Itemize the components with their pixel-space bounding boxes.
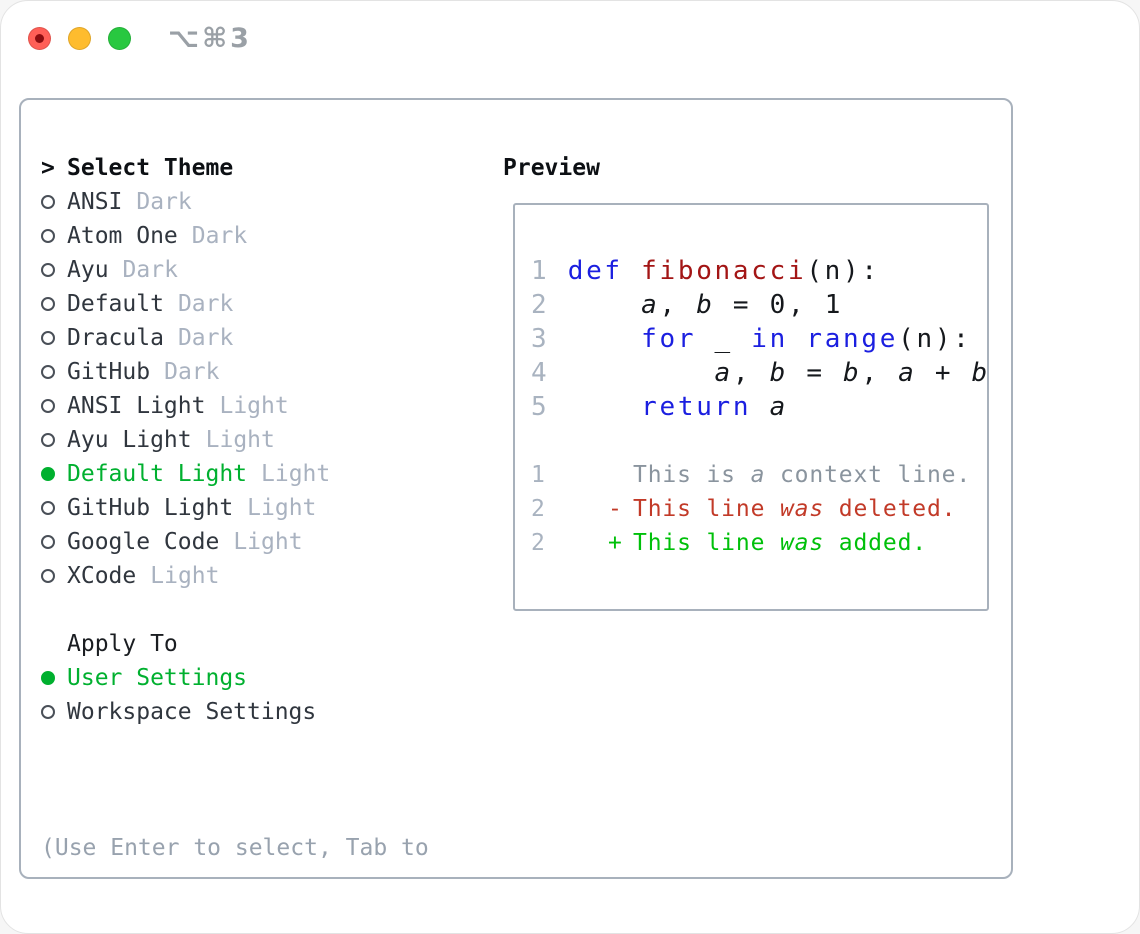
code-preview: 1 def fibonacci(n): 2 a, b = 0, 1 3 for _ … <box>531 254 987 424</box>
radio-icon <box>41 229 55 243</box>
radio-icon <box>41 535 55 549</box>
theme-variant: Light <box>219 393 289 419</box>
apply-to-title: Apply To <box>67 631 178 657</box>
theme-name: ANSI <box>67 189 123 215</box>
theme-variant: Dark <box>136 189 192 215</box>
radio-icon <box>41 671 55 685</box>
radio-icon <box>41 263 55 277</box>
theme-option[interactable]: Ayu Light Light <box>41 423 429 457</box>
zoom-button[interactable] <box>108 27 131 50</box>
theme-option[interactable]: GitHub Light Light <box>41 491 429 525</box>
theme-option[interactable]: Default Light Light <box>41 457 429 491</box>
radio-icon <box>41 297 55 311</box>
theme-name: Default Light <box>67 461 248 487</box>
theme-option[interactable]: ANSI Dark <box>41 185 429 219</box>
theme-variant: Light <box>233 529 303 555</box>
theme-variant: Dark <box>164 359 220 385</box>
theme-name: Google Code <box>67 529 220 555</box>
theme-list-title: Select Theme <box>67 155 234 181</box>
code-line: 2 a, b = 0, 1 <box>531 290 844 320</box>
theme-option[interactable]: ANSI Light Light <box>41 389 429 423</box>
theme-name: Ayu <box>67 257 109 283</box>
theme-name: GitHub <box>67 359 151 385</box>
code-line: 5 return a <box>531 392 788 422</box>
theme-option[interactable]: Atom One Dark <box>41 219 429 253</box>
theme-variant: Dark <box>122 257 178 283</box>
help-text: (Use Enter to select, Tab to change focu… <box>41 763 429 933</box>
apply-option[interactable]: User Settings <box>41 661 429 695</box>
theme-variant: Dark <box>177 291 234 317</box>
theme-option[interactable]: XCode Light <box>41 559 429 593</box>
theme-option[interactable]: Google Code Light <box>41 525 429 559</box>
focus-caret-icon: > <box>41 155 55 181</box>
theme-name: XCode <box>67 563 137 589</box>
close-button[interactable] <box>28 27 51 50</box>
apply-to-header: Apply To <box>41 627 429 661</box>
theme-option[interactable]: GitHub Dark <box>41 355 429 389</box>
theme-list-header: > Select Theme <box>41 151 429 185</box>
theme-variant: Dark <box>177 325 234 351</box>
code-line: 3 for _ in range(n): <box>531 324 972 354</box>
preview-box: 1 def fibonacci(n): 2 a, b = 0, 1 3 for _ … <box>513 203 989 611</box>
theme-name: Ayu Light <box>67 427 192 453</box>
window-shortcut-label: ⌥⌘3 <box>168 23 252 54</box>
radio-icon <box>41 569 55 583</box>
theme-name: GitHub Light <box>67 495 234 521</box>
radio-icon <box>41 331 55 345</box>
apply-option-label: Workspace Settings <box>67 699 317 725</box>
theme-variant: Light <box>247 495 317 521</box>
radio-icon <box>41 365 55 379</box>
theme-variant: Dark <box>191 223 248 249</box>
radio-icon <box>41 195 55 209</box>
theme-option[interactable]: Dracula Dark <box>41 321 429 355</box>
titlebar: ⌥⌘3 <box>1 1 1139 77</box>
apply-option-label: User Settings <box>67 665 248 691</box>
theme-name: ANSI Light <box>67 393 206 419</box>
preview-title: Preview <box>503 155 600 181</box>
radio-icon <box>41 467 55 481</box>
theme-variant: Light <box>261 461 331 487</box>
code-line: 4 a, b = b, a + b <box>531 358 989 388</box>
theme-variant: Light <box>205 427 275 453</box>
radio-icon <box>41 705 55 719</box>
theme-option[interactable]: Default Dark <box>41 287 429 321</box>
theme-variant: Light <box>150 563 220 589</box>
code-line: 1 def fibonacci(n): <box>531 256 880 286</box>
apply-option[interactable]: Workspace Settings <box>41 695 429 729</box>
radio-icon <box>41 433 55 447</box>
radio-icon <box>41 501 55 515</box>
minimize-button[interactable] <box>68 27 91 50</box>
theme-option[interactable]: Ayu Dark <box>41 253 429 287</box>
help-text-line1: (Use Enter to select, Tab to <box>41 835 429 861</box>
theme-name: Atom One <box>67 223 178 249</box>
diff-line: 2-This line was deleted. <box>531 496 957 522</box>
radio-icon <box>41 399 55 413</box>
theme-name: Dracula <box>67 325 164 351</box>
diff-line: 2+This line was added. <box>531 530 927 556</box>
theme-name: Default <box>67 291 164 317</box>
